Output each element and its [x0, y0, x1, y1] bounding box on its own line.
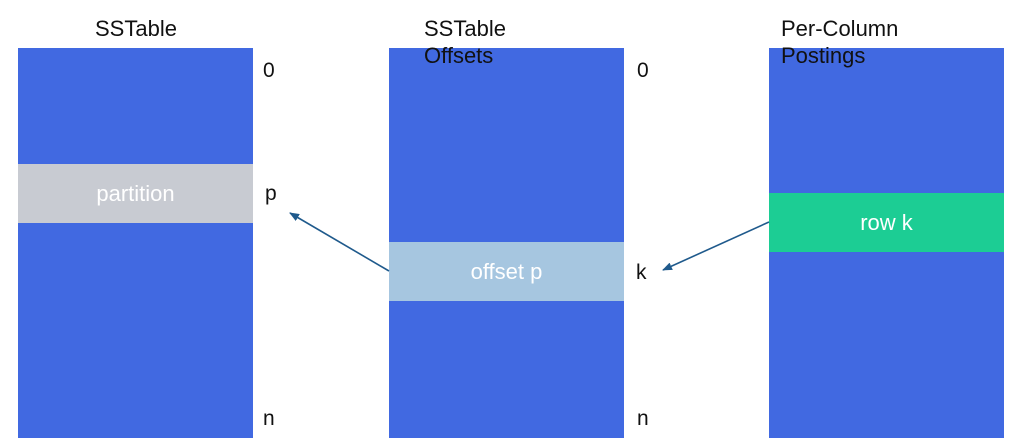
row-band: row k [769, 193, 1004, 252]
offsets-tick-k: k [636, 261, 647, 284]
arrow-offset-to-partition [289, 212, 390, 272]
sstable-tick-p: p [265, 182, 277, 205]
postings-title: Per-Column Postings [781, 16, 899, 68]
sstable-tick-bottom: n [263, 407, 275, 430]
sstable-offsets-title: SSTable Offsets [424, 16, 506, 68]
arrow-row-to-offset [662, 221, 770, 271]
offset-band: offset p [389, 242, 624, 301]
partition-band: partition [18, 164, 253, 223]
postings-column: row k [769, 48, 1004, 438]
sstable-column: partition [18, 48, 253, 438]
sstable-tick-top: 0 [263, 59, 275, 82]
sstable-offsets-column: offset p [389, 48, 624, 438]
sstable-title: SSTable [95, 16, 177, 41]
offsets-tick-bottom: n [637, 407, 649, 430]
offsets-tick-top: 0 [637, 59, 649, 82]
